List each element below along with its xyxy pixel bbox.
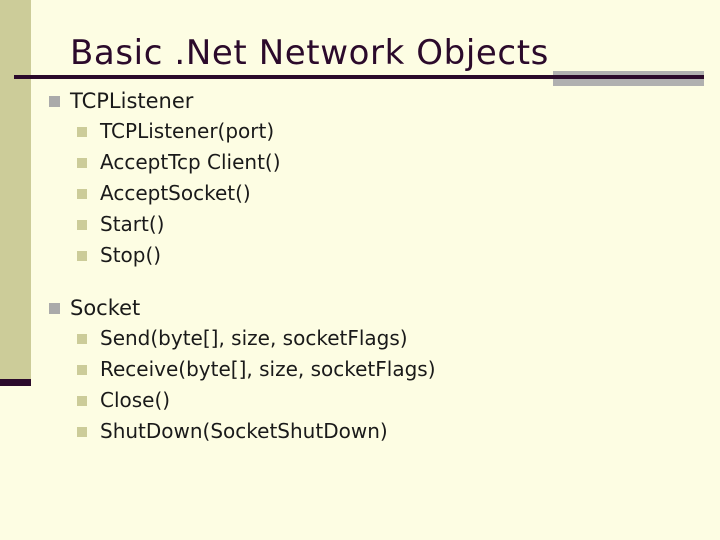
bullet-level2-item: AcceptTcp Client(): [0, 147, 720, 178]
bullet-level2-label: AcceptTcp Client(): [100, 150, 281, 174]
bullet-level2-label: Stop(): [100, 243, 162, 267]
bullet-level1-socket: Socket: [0, 293, 720, 323]
bullet-level1-label: TCPListener: [70, 89, 194, 113]
bullet-level2-item: Send(byte[], size, socketFlags): [0, 323, 720, 354]
square-bullet-icon: [49, 96, 60, 107]
square-bullet-icon: [77, 427, 87, 437]
bullet-level1-label: Socket: [70, 296, 141, 320]
slide-body: TCPListener TCPListener(port) AcceptTcp …: [0, 86, 720, 447]
bullet-level2-label: Start(): [100, 212, 165, 236]
bullet-level1-tcplistener: TCPListener: [0, 86, 720, 116]
square-bullet-icon: [49, 303, 60, 314]
left-band-foot-bar: [0, 379, 31, 386]
square-bullet-icon: [77, 127, 87, 137]
bullet-level2-label: AcceptSocket(): [100, 181, 251, 205]
bullet-level2-item: AcceptSocket(): [0, 178, 720, 209]
bullet-level2-item: Receive(byte[], size, socketFlags): [0, 354, 720, 385]
square-bullet-icon: [77, 220, 87, 230]
square-bullet-icon: [77, 158, 87, 168]
bullet-group-socket: Socket Send(byte[], size, socketFlags) R…: [0, 293, 720, 447]
bullet-level2-item: Stop(): [0, 240, 720, 271]
square-bullet-icon: [77, 396, 87, 406]
square-bullet-icon: [77, 334, 87, 344]
bullet-level2-item: Start(): [0, 209, 720, 240]
bullet-level2-item: TCPListener(port): [0, 116, 720, 147]
bullet-level2-label: TCPListener(port): [100, 119, 275, 143]
bullet-level2-label: ShutDown(SocketShutDown): [100, 419, 388, 443]
square-bullet-icon: [77, 365, 87, 375]
bullet-level2-item: ShutDown(SocketShutDown): [0, 416, 720, 447]
bullet-level2-label: Send(byte[], size, socketFlags): [100, 326, 408, 350]
square-bullet-icon: [77, 251, 87, 261]
bullet-level2-label: Receive(byte[], size, socketFlags): [100, 357, 436, 381]
bullet-level2-item: Close(): [0, 385, 720, 416]
title-underline-rule: [14, 75, 704, 79]
left-decorative-band: [0, 0, 31, 379]
bullet-group-tcplistener: TCPListener TCPListener(port) AcceptTcp …: [0, 86, 720, 271]
bullet-level2-label: Close(): [100, 388, 171, 412]
square-bullet-icon: [77, 189, 87, 199]
slide-title: Basic .Net Network Objects: [70, 33, 549, 73]
